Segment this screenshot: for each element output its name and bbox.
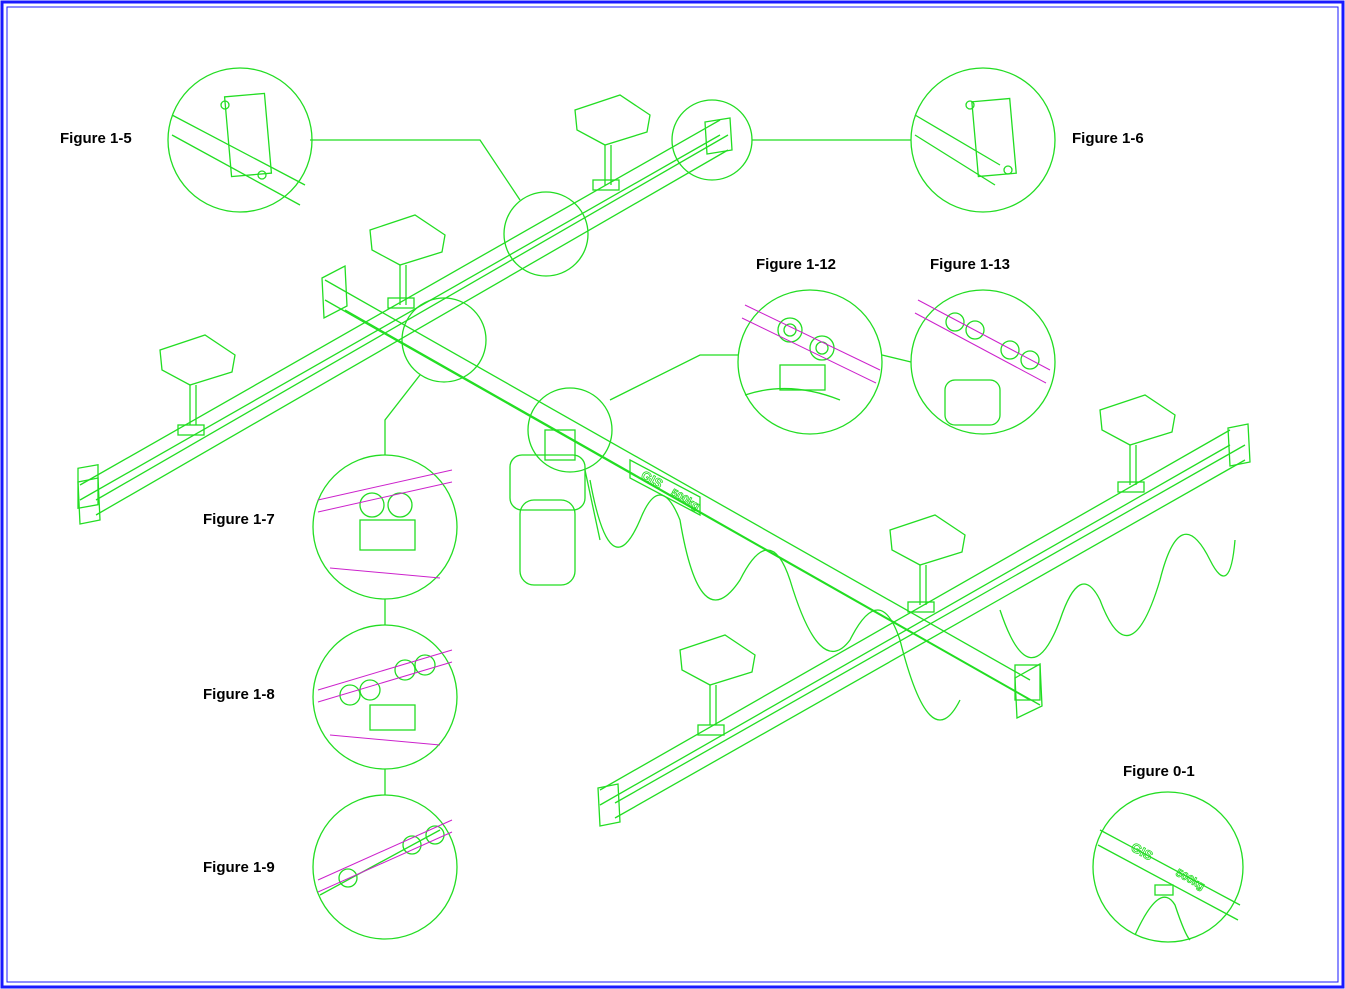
callout-circle-joint-upper bbox=[503, 191, 589, 277]
magenta-rail-lines bbox=[317, 299, 1051, 893]
callout-circle-trolley bbox=[401, 297, 487, 383]
figure-label-0-1: Figure 0-1 bbox=[1123, 763, 1195, 780]
detail-0-1-content bbox=[1097, 829, 1241, 941]
page-border-inner bbox=[6, 6, 1339, 983]
rail-marking-box bbox=[629, 458, 701, 517]
figure-label-1-6: Figure 1-6 bbox=[1072, 130, 1144, 147]
detail-circle-1-5 bbox=[167, 67, 313, 213]
detail-1-7-content bbox=[359, 492, 416, 551]
detail-1-6-content bbox=[914, 97, 1017, 186]
suspension-upper-3 bbox=[574, 94, 651, 191]
leader-1-12 bbox=[609, 354, 738, 401]
suspension-upper-2 bbox=[369, 214, 446, 309]
suspension-lower-2 bbox=[889, 514, 966, 613]
leader-1-5 bbox=[310, 139, 521, 201]
detail-circle-1-6 bbox=[910, 67, 1056, 213]
detail-circle-1-9 bbox=[312, 794, 458, 940]
detail-1-13-content bbox=[944, 312, 1040, 426]
bridge-girder bbox=[321, 264, 1043, 720]
detail-circle-0-1 bbox=[1092, 791, 1244, 943]
figure-label-1-8: Figure 1-8 bbox=[203, 686, 275, 703]
callout-circle-hoist bbox=[527, 387, 613, 473]
figure-label-1-13: Figure 1-13 bbox=[930, 256, 1011, 273]
leader-1-13 bbox=[881, 354, 912, 363]
suspension-lower-3 bbox=[1099, 394, 1176, 493]
figure-label-1-9: Figure 1-9 bbox=[203, 859, 275, 876]
runway-rail-upper bbox=[77, 117, 733, 525]
figure-label-1-7: Figure 1-7 bbox=[203, 511, 275, 528]
suspension-upper-1 bbox=[159, 334, 236, 436]
suspension-lower-1 bbox=[679, 634, 756, 736]
leader-1-7 bbox=[384, 374, 421, 455]
detail-1-9-content bbox=[319, 825, 445, 896]
hoist-unit bbox=[509, 429, 601, 586]
end-box bbox=[1014, 664, 1041, 701]
detail-0-1-brand: GIS bbox=[1129, 840, 1156, 864]
detail-1-5-content bbox=[171, 92, 306, 206]
detail-circle-1-12 bbox=[737, 289, 883, 435]
figure-label-1-12: Figure 1-12 bbox=[756, 256, 837, 273]
festoon-cable-runway bbox=[999, 533, 1236, 659]
detail-1-8-content bbox=[339, 654, 436, 731]
detail-0-1-capacity: 500kg bbox=[1174, 867, 1207, 893]
detail-circle-1-13 bbox=[910, 289, 1056, 435]
figure-label-1-5: Figure 1-5 bbox=[60, 130, 132, 147]
festoon-cable-bridge bbox=[589, 479, 961, 721]
